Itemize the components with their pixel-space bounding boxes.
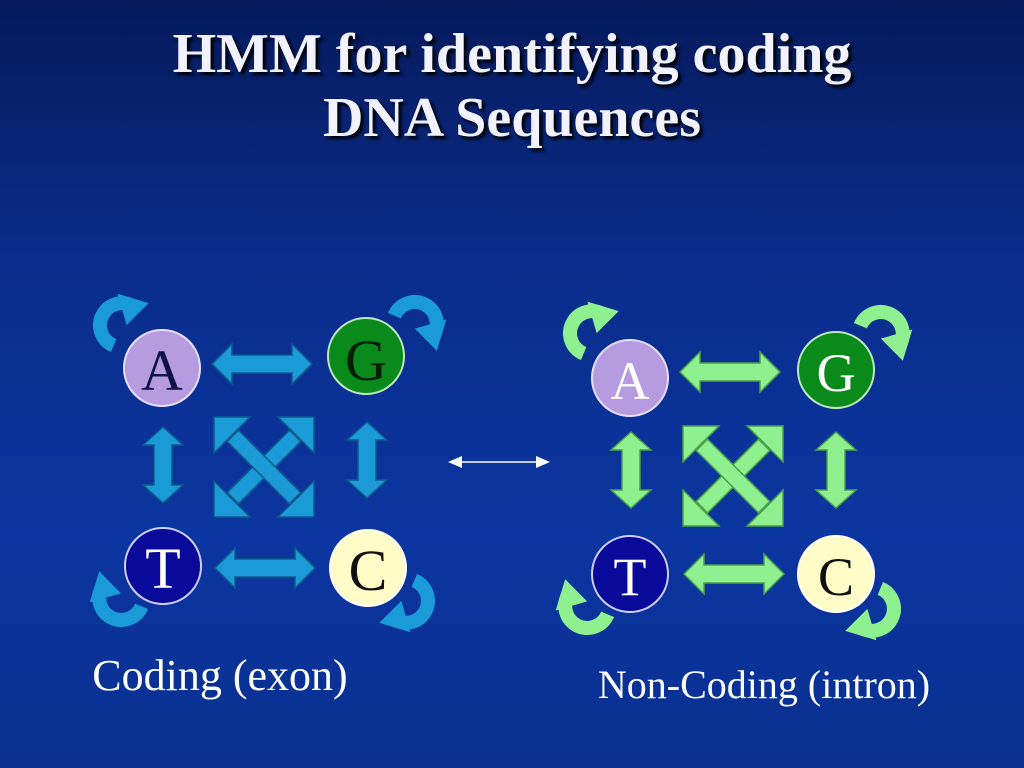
noncoding-node-t-label: T	[614, 547, 647, 607]
noncoding-node-a-label: A	[611, 351, 650, 411]
noncoding-node-t: T	[591, 535, 669, 613]
noncoding-node-g-label: G	[817, 343, 856, 403]
noncoding-arrow-g-c-icon	[815, 431, 857, 509]
coding-node-c: C	[329, 529, 407, 607]
noncoding-arrow-a-t-icon	[610, 431, 652, 509]
coding-node-g-label: G	[345, 328, 387, 393]
coding-node-t: T	[124, 527, 202, 605]
noncoding-node-c-label: C	[818, 547, 854, 607]
coding-node-g: G	[327, 317, 405, 395]
coding-node-a-label: A	[141, 338, 183, 403]
coding-caption: Coding (exon)	[92, 651, 347, 700]
coding-arrow-g-c-icon	[346, 421, 388, 499]
coding-cross-arrow-icon	[213, 416, 315, 518]
title-line-1: HMM for identifying coding	[172, 23, 852, 85]
slide-title: HMM for identifying coding DNA Sequences	[0, 22, 1024, 150]
noncoding-arrow-t-c-icon	[683, 553, 785, 595]
noncoding-node-c: C	[797, 535, 875, 613]
noncoding-caption: Non-Coding (intron)	[598, 662, 930, 707]
title-line-2: DNA Sequences	[322, 87, 702, 149]
coding-node-t-label: T	[145, 536, 180, 601]
noncoding-nodes: A G T C	[591, 331, 875, 613]
coding-node-c-label: C	[349, 538, 388, 603]
coding-arrow-t-c-icon	[214, 547, 316, 589]
coding-arrow-a-t-icon	[142, 426, 184, 504]
noncoding-node-a: A	[591, 339, 669, 417]
noncoding-arrow-a-g-icon	[679, 351, 781, 393]
noncoding-node-g: G	[797, 331, 875, 409]
coding-nodes: A G T C	[123, 317, 407, 607]
coding-node-a: A	[123, 329, 201, 407]
noncoding-cross-arrow-icon	[682, 425, 784, 527]
coding-arrow-a-g-icon	[211, 343, 313, 385]
model-connector-arrow-icon	[448, 456, 550, 468]
